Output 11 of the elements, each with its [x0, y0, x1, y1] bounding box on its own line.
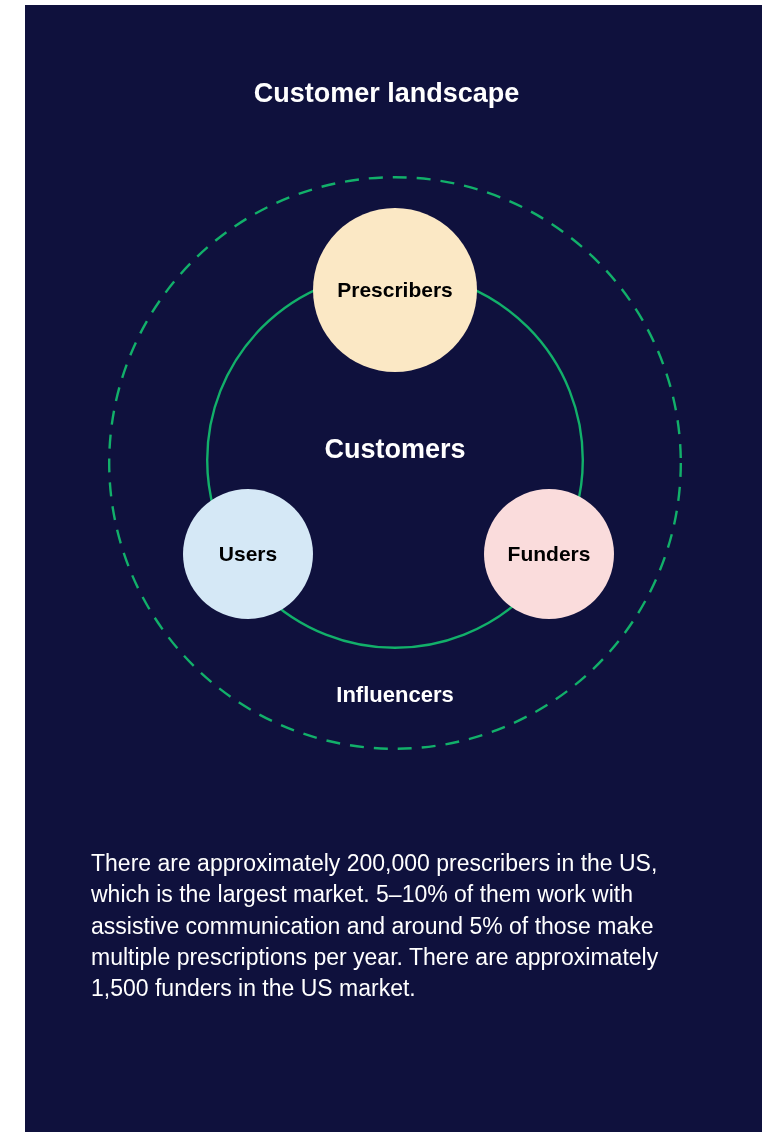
circle — [313, 208, 477, 372]
circle-label: Prescribers — [337, 278, 453, 302]
title: Customer landscape — [252, 78, 521, 109]
circle-label: Influencers — [336, 682, 454, 709]
circle — [484, 489, 614, 619]
circle-label: Users — [218, 542, 278, 566]
circle — [183, 489, 313, 619]
circle-label: Customers — [324, 433, 466, 465]
circle-label: Funders — [507, 542, 591, 566]
dashed-circle — [108, 176, 682, 750]
caption: There are approximately 200,000 prescribers in the US, which is the largest market. 5–10% of them work with assistive communication and around 5% of those make multiple prescriptions per year. There are approximately 1,500 funders in the US market. — [91, 849, 660, 1004]
